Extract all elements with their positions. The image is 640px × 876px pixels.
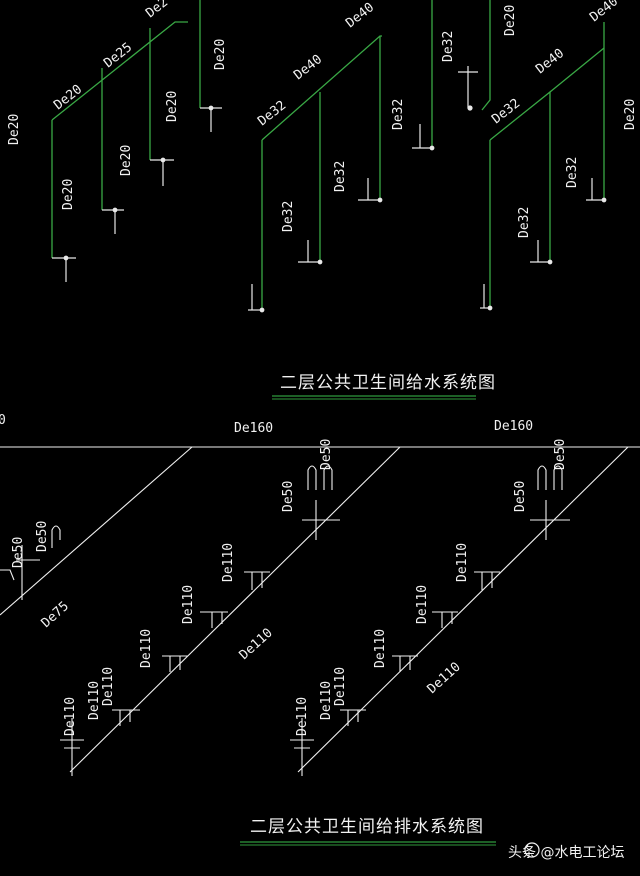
- watermark-text: 头条 @水电工论坛: [508, 844, 624, 861]
- label-de50-left-a: De50: [11, 537, 26, 568]
- drain-fitting-b2-1: [244, 571, 270, 590]
- label-de50-d: De50: [513, 481, 528, 512]
- label-de32-h: De32: [565, 157, 580, 188]
- drain-fitting-b3-2: [432, 611, 458, 628]
- drain-fitting-b2-5: [60, 718, 84, 776]
- label-de110-g: De110: [455, 543, 470, 582]
- label-de20-drop-a: De20: [61, 179, 76, 210]
- label-de160-b: De160: [494, 419, 533, 434]
- drain-diagonal-1: [0, 446, 193, 616]
- label-de110-d: De110: [87, 681, 102, 720]
- drain-diagonal-2: [69, 446, 401, 773]
- label-de75: De75: [39, 599, 72, 631]
- supply-fixture-stubs: [52, 66, 607, 313]
- drain-fitting-b3-3: [392, 655, 418, 672]
- supply-main-right-top: [549, 47, 605, 93]
- supply-riser-k: [481, 0, 491, 111]
- label-de32-b: De32: [281, 201, 296, 232]
- drainage-system-diagram: [0, 446, 640, 776]
- label-de32-e: De32: [441, 31, 456, 62]
- supply-main-left: [51, 21, 188, 121]
- label-de20-drop-b: De20: [119, 145, 134, 176]
- label-de110-b: De110: [181, 585, 196, 624]
- label-de32-d: De32: [391, 99, 406, 130]
- drain-vent-b2: [302, 465, 340, 540]
- label-de110-i: De110: [373, 629, 388, 668]
- drain-fitting-b2-2: [200, 611, 228, 628]
- label-de40-a: De40: [291, 52, 325, 83]
- drain-vent-b3: [530, 465, 570, 540]
- label-de110-j: De110: [319, 681, 334, 720]
- label-de40-c: De40: [533, 46, 567, 77]
- drain-fitting-b2-3: [162, 655, 188, 672]
- label-de20-main: De20: [51, 82, 85, 113]
- label-de50-left-b: De50: [35, 521, 50, 552]
- label-de32-a: De32: [255, 98, 289, 129]
- drainage-labels: 0 De160 De160 De50 De50 De50 De50 De50 D…: [0, 413, 568, 736]
- label-de110-a: De110: [221, 543, 236, 582]
- label-de110-f: De110: [237, 626, 276, 663]
- drain-fitting-left-a: [0, 525, 61, 600]
- label-de110-k: De110: [295, 697, 310, 736]
- label-de110-n: De110: [101, 667, 116, 706]
- label-de110-h: De110: [415, 585, 430, 624]
- label-de110-e: De110: [63, 697, 78, 736]
- drain-diagonal-3: [297, 446, 629, 773]
- label-de20-edge-right: De20: [623, 99, 638, 130]
- label-de32-c: De32: [333, 161, 348, 192]
- water-supply-system-diagram: [51, 0, 605, 310]
- label-de2-cut: De2: [143, 0, 171, 21]
- label-de50-b: De50: [281, 481, 296, 512]
- label-de160-a: De160: [234, 421, 273, 436]
- watermark-logo-icon: [524, 842, 540, 858]
- label-de40-d: De40: [587, 0, 621, 25]
- drainage-diagram-title: 二层公共卫生间给排水系统图: [250, 817, 484, 837]
- supply-diagram-title: 二层公共卫生间给水系统图: [280, 373, 496, 393]
- drain-fitting-b2-4: [112, 709, 140, 726]
- label-de20-far-left: De20: [7, 114, 22, 145]
- drain-fitting-b3-1: [474, 571, 500, 590]
- label-de32-g: De32: [517, 207, 532, 238]
- label-de20-drop-d: De20: [213, 39, 228, 70]
- label-de20-drop-c: De20: [165, 91, 180, 122]
- label-de110-l: De110: [425, 660, 464, 697]
- label-de50-c: De50: [553, 439, 568, 470]
- label-de110-c: De110: [139, 629, 154, 668]
- label-de110-m: De110: [333, 667, 348, 706]
- drain-fitting-b3-5: [290, 718, 314, 776]
- label-de50-a: De50: [319, 439, 334, 470]
- label-left-cut: 0: [0, 413, 6, 428]
- watermark: 头条 @水电工论坛: [508, 842, 624, 861]
- label-de20-top-right: De20: [503, 5, 518, 36]
- supply-main-middle: [261, 35, 382, 141]
- drain-fitting-b3-4: [340, 709, 366, 726]
- label-de32-f: De32: [489, 96, 523, 127]
- label-de40-b: De40: [343, 0, 377, 31]
